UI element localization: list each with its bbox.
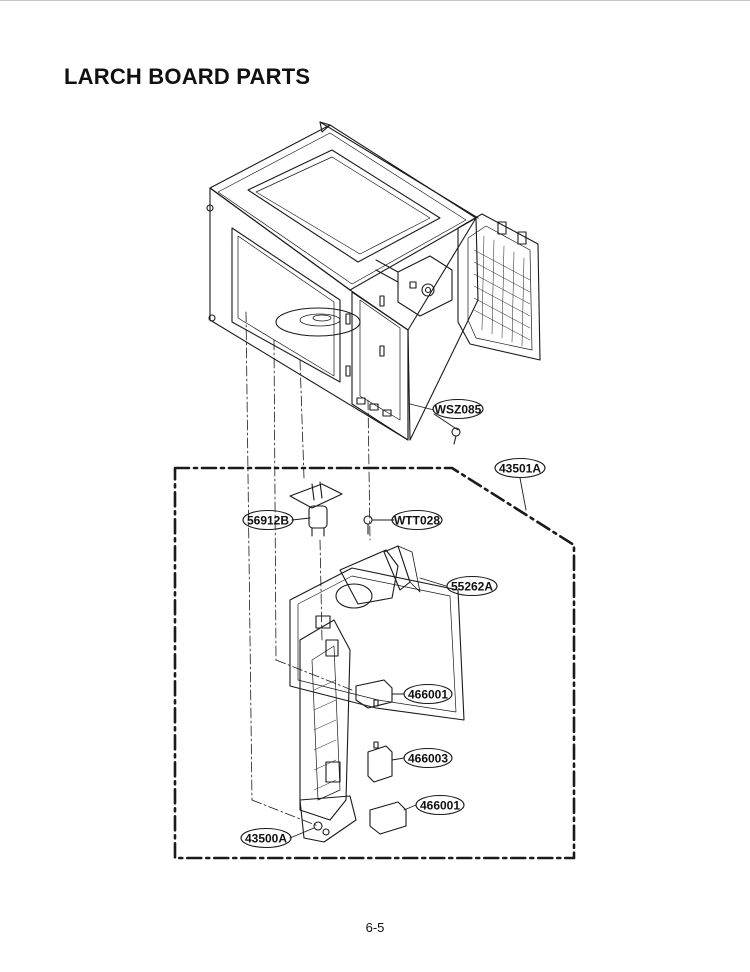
- callout-43500a: 43500A: [240, 827, 292, 849]
- page-number: 6-5: [365, 920, 385, 935]
- top-rule: [0, 0, 750, 1]
- callout-label-43500a: 43500A: [245, 832, 287, 846]
- screw-wsz085-drawing: [451, 427, 461, 445]
- switch-466001-top-drawing: [355, 679, 393, 709]
- callout-label-56912b: 56912B: [247, 514, 289, 528]
- callout-label-55262a: 55262A: [451, 580, 493, 594]
- callout-label-466003: 466003: [408, 752, 448, 766]
- page-title: LARCH BOARD PARTS: [64, 64, 311, 89]
- callout-label-466001-bottom: 466001: [420, 799, 460, 813]
- microwave-cavity-drawing: [206, 121, 541, 441]
- callout-466001-top: 466001: [403, 683, 453, 705]
- latch-board-drawing: [289, 545, 465, 843]
- callout-466001-bottom: 466001: [415, 794, 465, 816]
- callout-label-wtt028: WTT028: [394, 514, 440, 528]
- callout-wtt028: WTT028: [391, 509, 443, 531]
- callout-55262a: 55262A: [446, 575, 498, 597]
- switch-466003-drawing: [367, 741, 393, 783]
- callout-56912b: 56912B: [242, 509, 294, 531]
- callout-label-wsz085: WSZ085: [435, 403, 482, 417]
- callout-wsz085: WSZ085: [432, 398, 484, 420]
- callout-43501a: 43501A: [494, 457, 546, 479]
- screw-wtt028-drawing: [363, 515, 373, 535]
- callout-label-43501a: 43501A: [499, 462, 541, 476]
- callout-466003: 466003: [403, 747, 453, 769]
- projection-lines: [245, 311, 371, 827]
- lamp-socket-drawing: [289, 481, 343, 537]
- leader-lines: [289, 403, 527, 839]
- assembly-boundary-43501a: [173, 466, 576, 860]
- switch-466001-bottom-drawing: [369, 801, 407, 835]
- callout-label-466001-top: 466001: [408, 688, 448, 702]
